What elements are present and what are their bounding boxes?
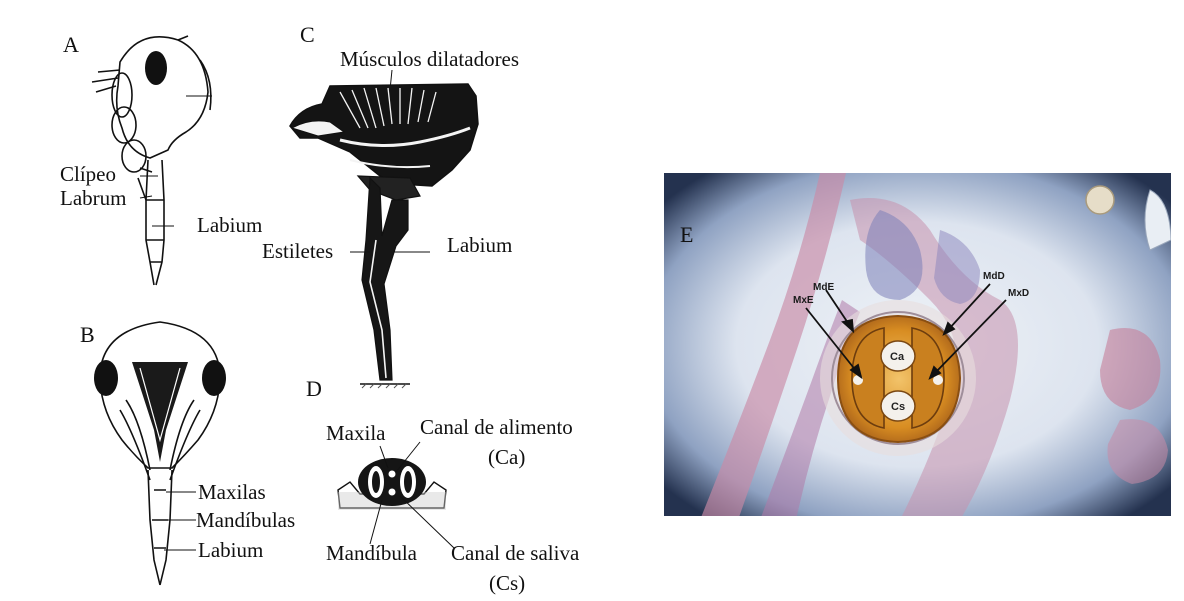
panel-a-label-labium: Labium	[197, 213, 262, 237]
panel-b: B Maxilas Mandíbulas Labium	[80, 322, 295, 585]
panel-e-label-mxe: MxE	[793, 295, 814, 306]
panel-e-label-ca: Ca	[890, 351, 905, 363]
panel-a: A Clípeo Labrum Labium	[60, 32, 262, 285]
panel-a-eye	[145, 51, 167, 85]
panel-d-stylet-bundle	[338, 458, 446, 510]
panel-e-label-cs: Cs	[891, 401, 905, 413]
panel-b-letter: B	[80, 322, 95, 347]
panel-b-eye-left	[94, 360, 118, 396]
panel-d-label-mandibula: Mandíbula	[326, 541, 418, 565]
panel-a-label-labrum: Labrum	[60, 186, 126, 210]
panel-e-micrograph	[664, 173, 1171, 520]
panel-c-label-estiletes: Estiletes	[262, 239, 333, 263]
panel-d-label-ca: (Ca)	[488, 445, 525, 469]
panel-c: C Músculos dilatadores	[262, 22, 519, 388]
panel-e-label-mde: MdE	[813, 282, 834, 293]
panel-d-label-cs: (Cs)	[489, 571, 525, 595]
panel-b-eye-right	[202, 360, 226, 396]
panel-d-label-canal-alimento: Canal de alimento	[420, 415, 573, 439]
panel-b-label-labium: Labium	[198, 538, 263, 562]
panel-b-muscles	[132, 362, 188, 462]
panel-a-letter: A	[63, 32, 79, 57]
panel-c-label-musculos: Músculos dilatadores	[340, 47, 519, 71]
panel-e-label-mdd: MdD	[983, 271, 1005, 282]
panel-e-label-mxd: MxD	[1008, 288, 1029, 299]
panel-c-labium-shaft	[362, 178, 408, 380]
panel-a-label-clipeo: Clípeo	[60, 162, 116, 186]
panel-b-label-mandibulas: Mandíbulas	[196, 508, 295, 532]
panel-d: D Maxila Canal de alimento (Ca) Mandíbul…	[306, 376, 580, 595]
panel-b-label-maxilas: Maxilas	[198, 480, 266, 504]
panel-d-label-maxila: Maxila	[326, 421, 386, 445]
panel-e-letter: E	[680, 222, 693, 247]
panel-e: E MdE MdD MxE MxD Ca Cs	[664, 173, 1171, 520]
panel-d-label-canal-saliva: Canal de saliva	[451, 541, 580, 565]
panel-c-label-labium: Labium	[447, 233, 512, 257]
panel-d-letter: D	[306, 376, 322, 401]
panel-c-letter: C	[300, 22, 315, 47]
